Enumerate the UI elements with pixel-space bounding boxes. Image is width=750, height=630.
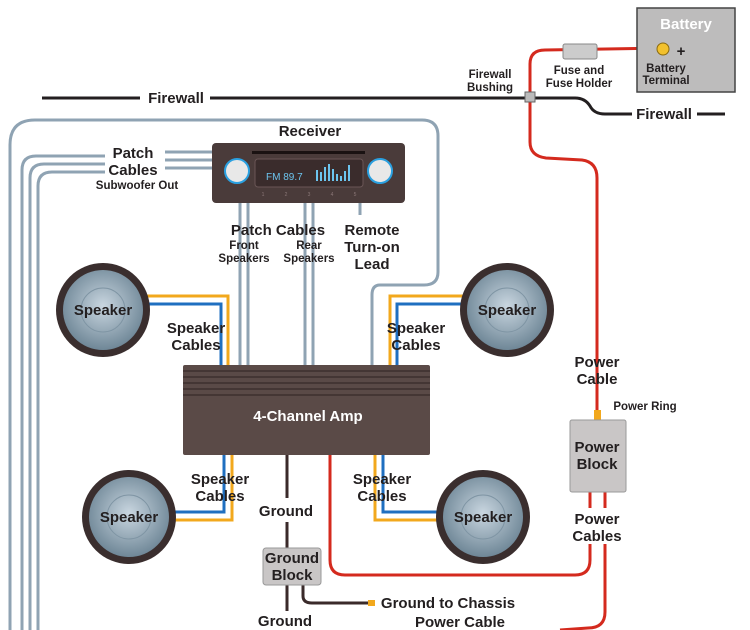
remote-label-2: Turn-on: [344, 239, 400, 256]
ground-cables: [285, 455, 368, 611]
ground-bottom-label: Ground: [258, 613, 312, 630]
battery-title: Battery: [660, 16, 712, 33]
preset-2[interactable]: 2: [285, 192, 288, 198]
speaker-label: Speaker: [74, 302, 133, 319]
battery-plus: +: [677, 43, 686, 60]
power-block-label-1: Power: [574, 439, 619, 456]
ground-to-chassis-label: Ground to Chassis: [381, 595, 515, 612]
fuse-label-1: Fuse and: [554, 65, 604, 77]
firewall-bushing-label-2: Bushing: [467, 82, 513, 94]
power-ring: [594, 410, 601, 420]
speaker-rear-left: Speaker: [82, 470, 176, 564]
preset-1[interactable]: 1: [262, 192, 265, 198]
firewall-label-right: Firewall: [636, 106, 692, 123]
fuse-label-2: Fuse Holder: [546, 78, 613, 90]
speaker-cables-label-3a: Speaker: [191, 471, 250, 488]
subwoofer-out-label: Subwoofer Out: [96, 180, 179, 192]
amp-label: 4-Channel Amp: [253, 408, 362, 425]
power-cable-label-1: Power: [574, 354, 619, 371]
chassis-connector: [368, 600, 375, 606]
speaker-cables-label-2b: Cables: [391, 337, 440, 354]
speaker-front-left: Speaker: [56, 263, 150, 357]
patch-left-label-1: Patch: [113, 145, 154, 162]
power-cables: [328, 46, 664, 630]
patch-cables: [8, 118, 440, 630]
speaker-cables-label-4a: Speaker: [353, 471, 412, 488]
speaker-cables-label-1b: Cables: [171, 337, 220, 354]
preset-4[interactable]: 4: [331, 192, 334, 198]
firewall: [42, 96, 725, 116]
power-cables-label-1: Power: [574, 511, 619, 528]
remote-label-1: Remote: [344, 222, 399, 239]
speaker-cables-label-1a: Speaker: [167, 320, 226, 337]
fuse-holder: [562, 43, 598, 60]
receiver: FM 89.7 1 2 3 4 5: [212, 143, 405, 203]
battery-terminal-label-2: Terminal: [642, 75, 689, 87]
receiver-title: Receiver: [279, 123, 342, 140]
preset-3[interactable]: 3: [308, 192, 311, 198]
receiver-display: FM 89.7: [266, 172, 303, 183]
power-block-label-2: Block: [577, 456, 619, 473]
amplifier: 4-Channel Amp: [183, 365, 430, 455]
ground-block-label-2: Block: [272, 567, 314, 584]
ground-block: [262, 547, 322, 586]
speaker-label: Speaker: [454, 509, 513, 526]
power-cable-label-2: Cable: [577, 371, 618, 388]
rear-speakers-label-1: Rear: [296, 240, 322, 252]
receiver-knob-left[interactable]: [224, 158, 250, 184]
speaker-cables-label-4b: Cables: [357, 488, 406, 505]
receiver-knob-right[interactable]: [367, 158, 393, 184]
speaker-cables-label-2a: Speaker: [387, 320, 446, 337]
patch-center-label: Patch Cables: [231, 222, 325, 239]
firewall-bushing: [524, 91, 536, 103]
power-cables-label-bg: [570, 508, 625, 544]
power-cables-label-2: Cables: [572, 528, 621, 545]
speaker-label: Speaker: [478, 302, 537, 319]
preset-5[interactable]: 5: [354, 192, 357, 198]
speaker-front-right: Speaker: [460, 263, 554, 357]
battery: Battery + Battery Terminal: [636, 7, 736, 93]
speaker-rear-right: Speaker: [436, 470, 530, 564]
front-speakers-label-2: Speakers: [218, 253, 269, 265]
front-speakers-label-1: Front: [229, 240, 259, 252]
speaker-label: Speaker: [100, 509, 159, 526]
firewall-bushing-label-1: Firewall: [469, 69, 512, 81]
power-bottom-label: Power Cable: [415, 614, 505, 630]
patch-left-label-2: Cables: [108, 162, 157, 179]
battery-terminal-label-1: Battery: [646, 63, 686, 75]
ground-block-label-1: Ground: [265, 550, 319, 567]
power-block: [569, 419, 627, 493]
firewall-label-left: Firewall: [148, 90, 204, 107]
power-ring-label: Power Ring: [613, 401, 676, 413]
battery-terminal-icon: [656, 42, 670, 56]
remote-label-3: Lead: [354, 256, 389, 273]
ground-label: Ground: [259, 503, 313, 520]
speaker-cables-label-3b: Cables: [195, 488, 244, 505]
rear-speakers-label-2: Speakers: [283, 253, 334, 265]
equalizer-bars: [316, 164, 350, 181]
speaker-cables: [140, 294, 470, 522]
